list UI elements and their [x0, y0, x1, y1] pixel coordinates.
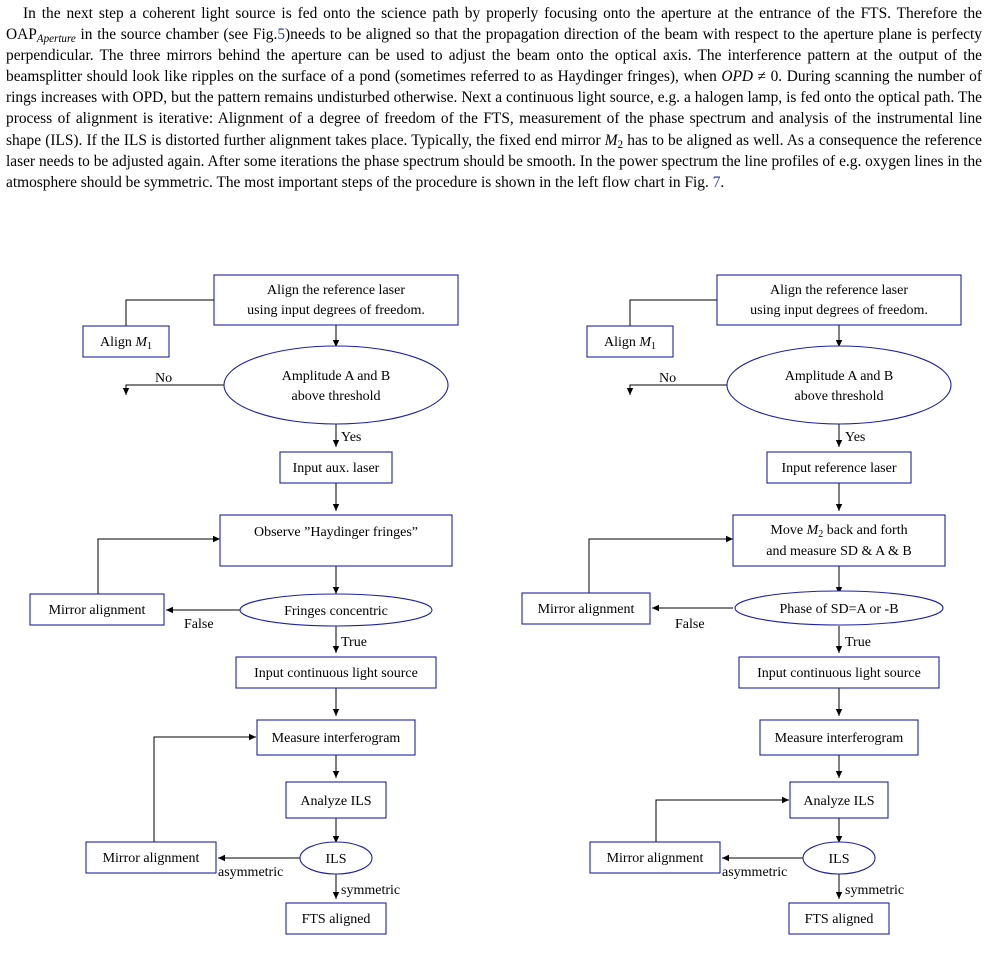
left-symmetric-label: symmetric — [341, 883, 400, 898]
svg-text:Align the reference laser: Align the reference laser — [770, 283, 908, 298]
right-start-box: Align the reference laser using input de… — [716, 274, 962, 326]
right-measure-interferogram-box: Measure interferogram — [759, 719, 919, 756]
left-measure-interferogram-box: Measure interferogram — [256, 719, 416, 756]
svg-text:using input degrees of freedom: using input degrees of freedom. — [247, 303, 425, 318]
left-edges — [97, 299, 340, 899]
left-amplitude-decision: Amplitude A and B above threshold — [223, 345, 449, 425]
svg-text:Analyze ILS: Analyze ILS — [803, 794, 874, 809]
edge-mirror-to-observe — [97, 535, 220, 594]
svg-text:Align M1: Align M1 — [604, 335, 656, 352]
left-fts-aligned-box: FTS aligned — [285, 902, 387, 935]
edge-mirror-to-measure — [153, 733, 256, 842]
right-amplitude-decision: Amplitude A and B above threshold — [726, 345, 952, 425]
figure-7-link[interactable]: 7 — [712, 173, 721, 191]
svg-text:Input aux. laser: Input aux. laser — [293, 461, 380, 476]
right-false-label: False — [675, 617, 705, 632]
left-align-m1-box: Align M1 — [82, 325, 170, 358]
svg-text:FTS aligned: FTS aligned — [805, 912, 874, 927]
right-ils-decision: ILS — [802, 841, 876, 875]
svg-text:Fringes concentric: Fringes concentric — [284, 604, 388, 619]
left-ils-decision: ILS — [299, 841, 373, 875]
left-fringes-concentric-decision: Fringes concentric — [239, 593, 433, 627]
right-asymmetric-label: asymmetric — [722, 865, 787, 880]
left-true-label: True — [341, 635, 367, 650]
right-true-label: True — [845, 635, 871, 650]
svg-text:Measure interferogram: Measure interferogram — [272, 731, 401, 746]
opd-variable: OPD — [721, 68, 753, 86]
svg-text:Analyze ILS: Analyze ILS — [300, 794, 371, 809]
right-no-label: No — [659, 371, 676, 386]
right-move-m2-box: Move M2 back and forth and measure SD & … — [732, 514, 946, 567]
right-symmetric-label: symmetric — [845, 883, 904, 898]
svg-text:ILS: ILS — [829, 852, 850, 867]
left-no-label: No — [155, 371, 172, 386]
right-yes-label: Yes — [845, 430, 865, 445]
left-start-box: Align the reference laser using input de… — [213, 274, 459, 326]
left-input-aux-laser-box: Input aux. laser — [279, 451, 393, 484]
svg-text:Amplitude A and B: Amplitude A and B — [785, 369, 894, 384]
left-observe-fringes-box: Observe ”Haydinger fringes” — [219, 514, 453, 567]
svg-text:Input continuous light source: Input continuous light source — [757, 666, 921, 681]
aperture-subscript: Aperture — [36, 32, 76, 45]
svg-text:Amplitude A and B: Amplitude A and B — [282, 369, 391, 384]
edge-r-amp-to-alignm1 — [626, 384, 757, 395]
svg-text:Phase of SD=A or -B: Phase of SD=A or -B — [779, 602, 898, 617]
right-fts-aligned-box: FTS aligned — [788, 902, 890, 935]
right-input-reference-laser-box: Input reference laser — [766, 451, 912, 484]
edge-amp-to-alignm1 — [122, 384, 254, 395]
edge-r-mirror-to-analyze — [655, 796, 789, 842]
right-continuous-source-box: Input continuous light source — [738, 656, 940, 689]
left-mirror-alignment-box-2: Mirror alignment — [85, 841, 217, 874]
right-align-m1-box: Align M1 — [586, 325, 674, 358]
svg-text:Input reference laser: Input reference laser — [781, 461, 896, 476]
left-analyze-ils-box: Analyze ILS — [285, 781, 387, 819]
svg-text:Move M2 back and forth: Move M2 back and forth — [770, 523, 907, 540]
right-flow-chart: Align the reference laser using input de… — [521, 274, 962, 935]
right-analyze-ils-box: Analyze ILS — [789, 781, 889, 819]
left-mirror-alignment-box-1: Mirror alignment — [29, 593, 165, 626]
right-mirror-alignment-box-2: Mirror alignment — [589, 841, 721, 874]
right-mirror-alignment-box-1: Mirror alignment — [521, 592, 651, 625]
svg-text:Mirror alignment: Mirror alignment — [538, 602, 635, 617]
figure-5-link[interactable]: 5 — [277, 26, 286, 44]
svg-text:ILS: ILS — [326, 852, 347, 867]
svg-text:and measure SD & A & B: and measure SD & A & B — [766, 544, 911, 559]
right-edges — [588, 299, 843, 899]
left-asymmetric-label: asymmetric — [218, 865, 283, 880]
svg-text:Mirror alignment: Mirror alignment — [49, 603, 146, 618]
svg-text:Input continuous light source: Input continuous light source — [254, 666, 418, 681]
right-phase-decision: Phase of SD=A or -B — [734, 590, 944, 626]
svg-text:Measure interferogram: Measure interferogram — [775, 731, 904, 746]
svg-text:using input degrees of freedom: using input degrees of freedom. — [750, 303, 928, 318]
svg-text:above threshold: above threshold — [794, 389, 883, 404]
svg-text:Observe ”Haydinger fringes”: Observe ”Haydinger fringes” — [254, 525, 418, 540]
left-continuous-source-box: Input continuous light source — [235, 656, 437, 689]
svg-text:FTS aligned: FTS aligned — [302, 912, 371, 927]
left-false-label: False — [184, 617, 214, 632]
left-yes-label: Yes — [341, 430, 361, 445]
body-paragraph: In the next step a coherent light source… — [6, 5, 982, 191]
svg-text:Align the reference laser: Align the reference laser — [267, 283, 405, 298]
svg-text:Mirror alignment: Mirror alignment — [103, 851, 200, 866]
svg-text:above threshold: above threshold — [291, 389, 380, 404]
svg-text:Mirror alignment: Mirror alignment — [607, 851, 704, 866]
left-flow-chart: Align the reference laser using input de… — [29, 274, 459, 935]
svg-text:Align M1: Align M1 — [100, 335, 152, 352]
edge-r-mirror-to-move — [588, 535, 733, 594]
